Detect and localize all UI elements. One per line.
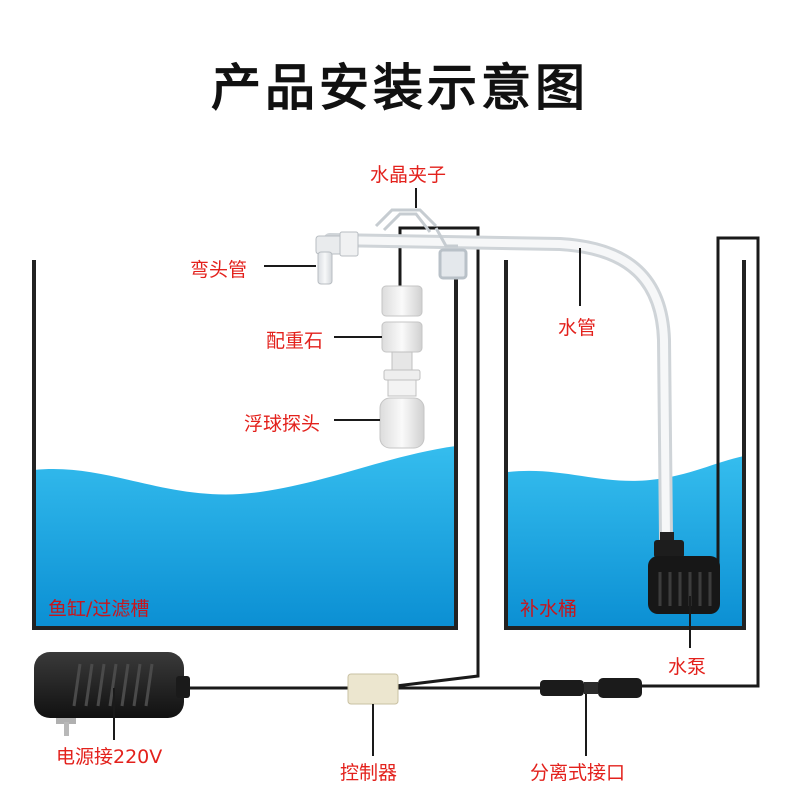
page-title: 产品安装示意图 — [211, 59, 589, 117]
weight-stones — [381, 285, 423, 353]
fish-tank-water — [34, 446, 456, 628]
power-adapter — [34, 652, 190, 736]
elbow-pipe — [315, 231, 359, 285]
label-water-pump: 水泵 — [668, 656, 707, 678]
fish-tank-outline — [32, 258, 458, 630]
crystal-clip — [374, 208, 468, 280]
label-fish-tank: 鱼缸/过滤槽 — [48, 598, 150, 620]
label-power-adapter: 电源接220V — [56, 746, 163, 768]
leader-lines — [113, 188, 691, 756]
label-controller: 控制器 — [340, 762, 398, 784]
label-water-pipe: 水管 — [558, 317, 597, 339]
label-elbow-pipe: 弯头管 — [190, 259, 248, 281]
water-pump-body — [648, 532, 720, 614]
refill-bucket-outline — [504, 260, 746, 630]
label-crystal-clip: 水晶夹子 — [370, 164, 447, 186]
float-switch-wire — [395, 226, 480, 688]
label-refill-bucket: 补水桶 — [520, 598, 578, 620]
label-split-connector: 分离式接口 — [530, 762, 626, 784]
split-connector-body — [540, 678, 642, 698]
label-float-probe: 浮球探头 — [244, 413, 321, 435]
label-weight-stone: 配重石 — [266, 330, 324, 352]
float-probe — [379, 351, 425, 449]
controller-box — [347, 673, 399, 705]
